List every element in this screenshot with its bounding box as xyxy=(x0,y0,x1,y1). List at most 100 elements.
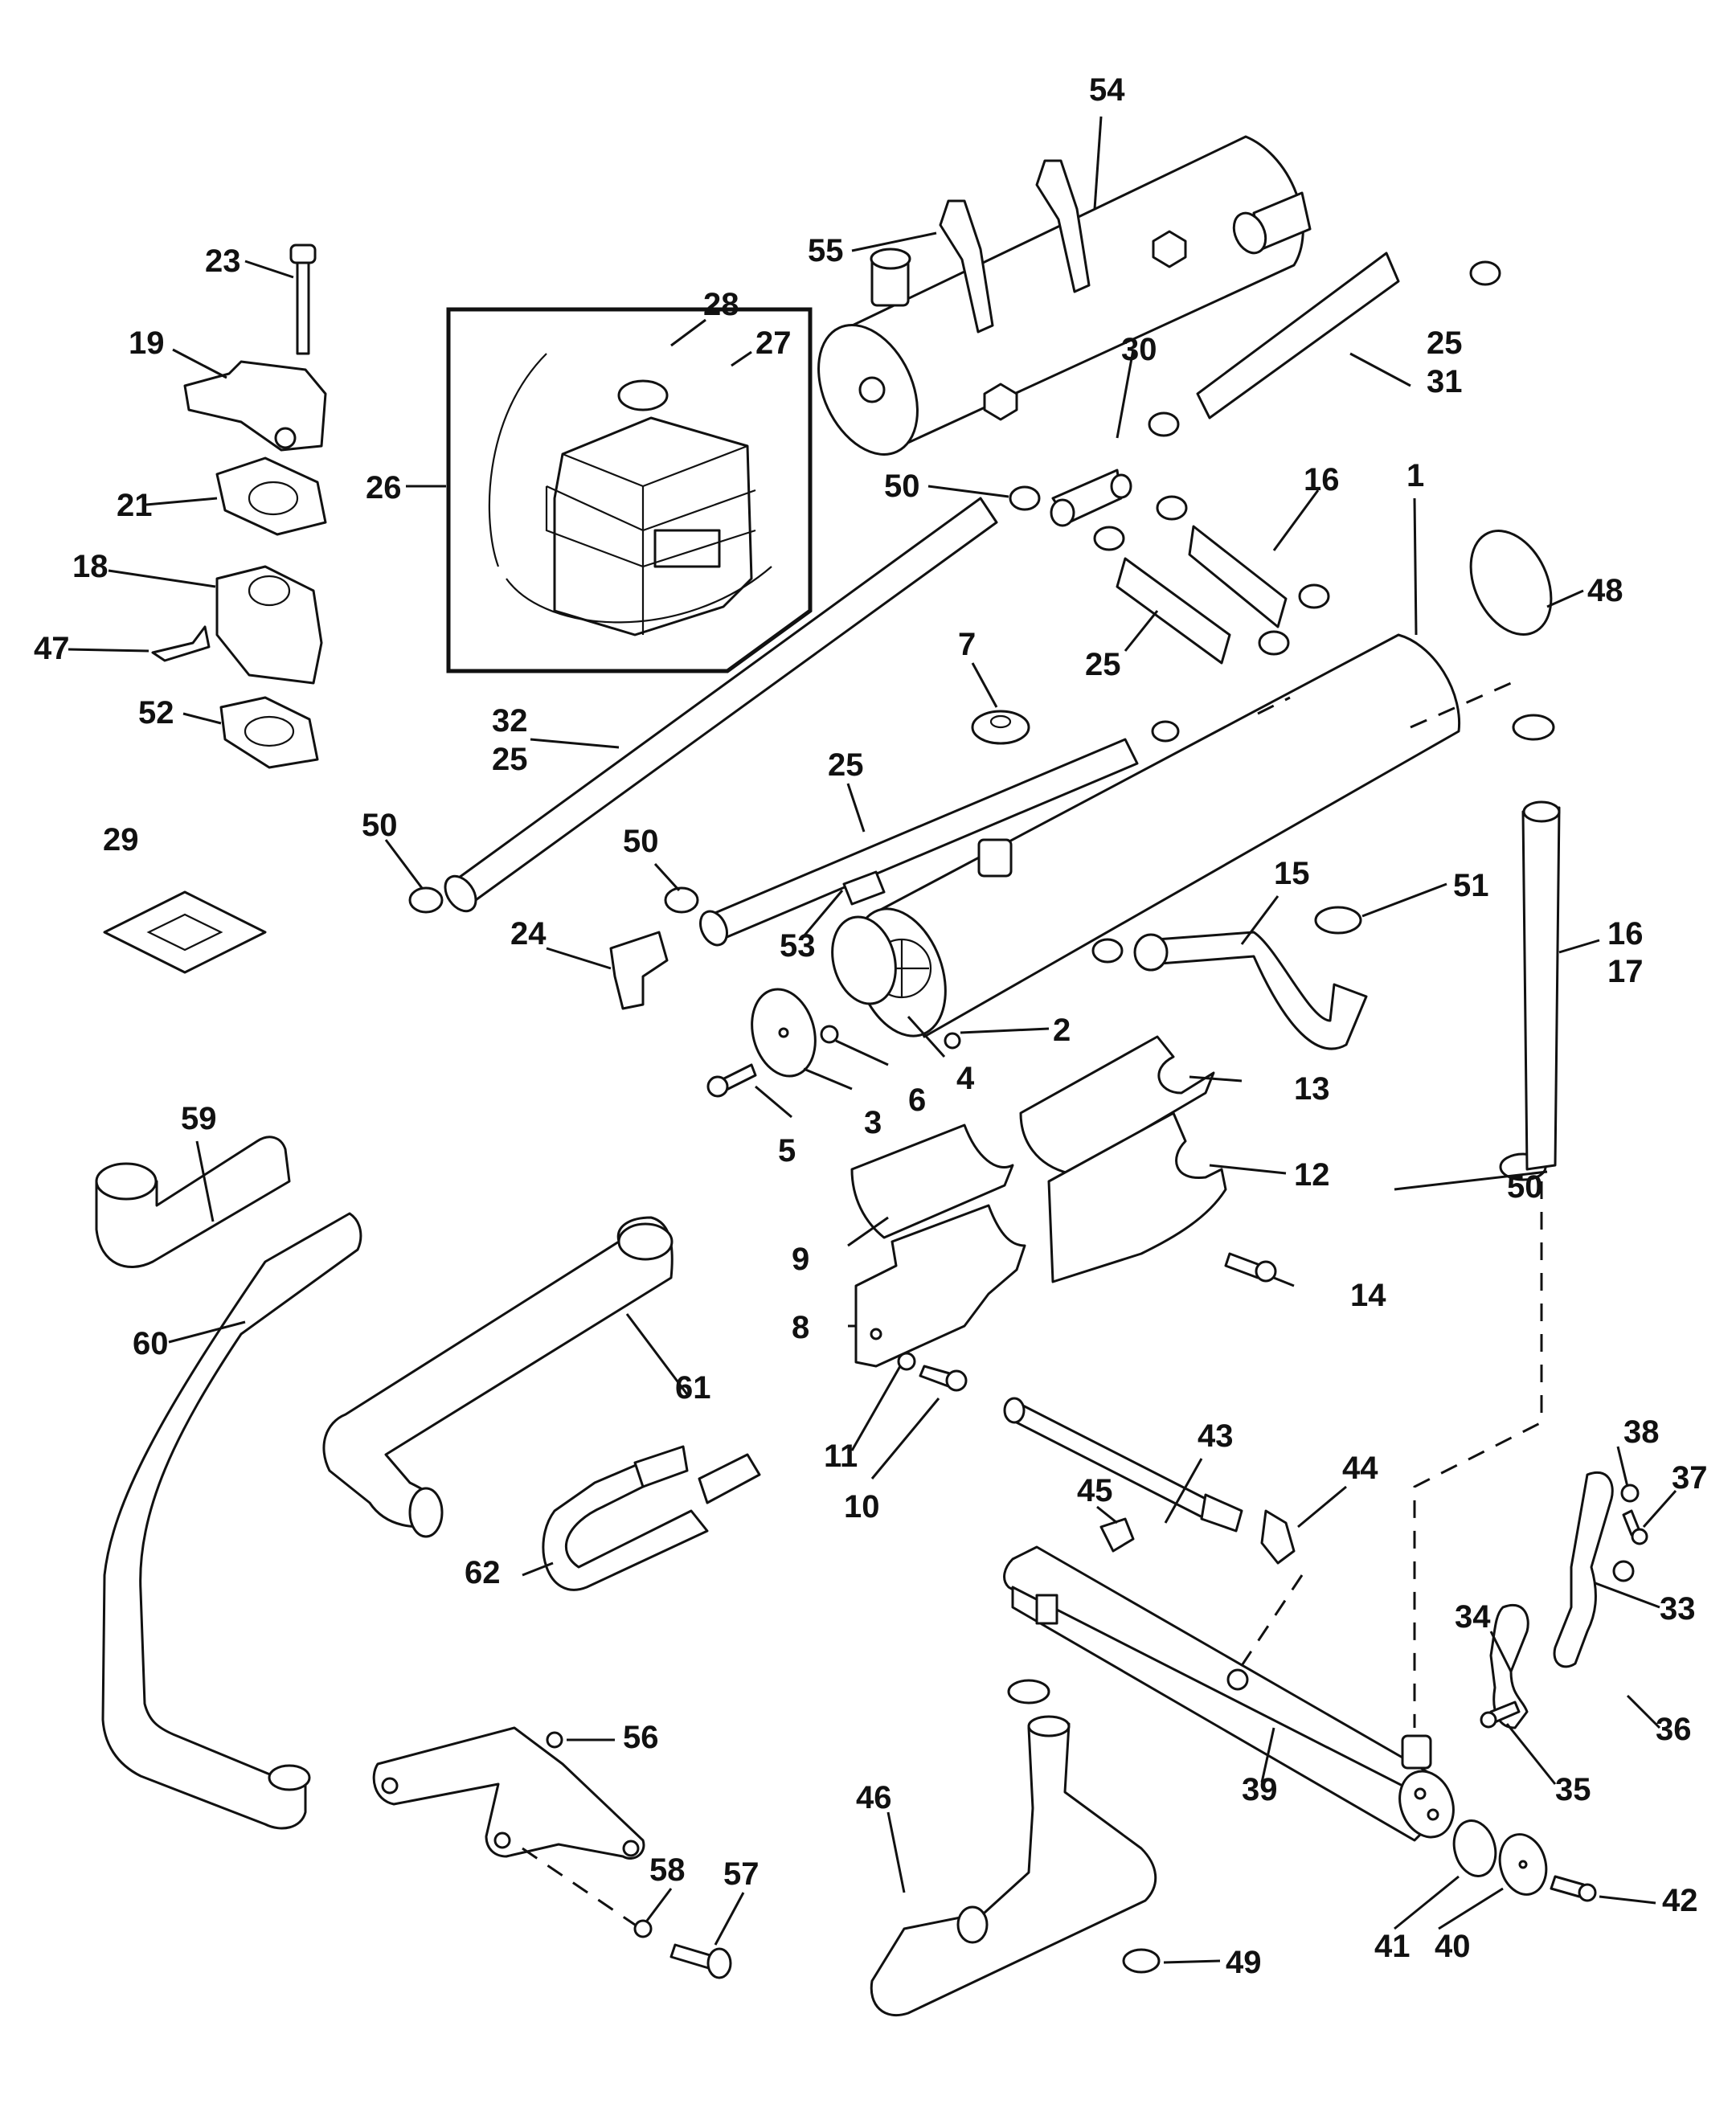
callout-44: 44 xyxy=(1342,1451,1378,1486)
part-24-elbow xyxy=(609,931,669,1010)
callout-8: 8 xyxy=(792,1310,809,1345)
hose-31-25 xyxy=(1196,252,1400,419)
callout-24: 24 xyxy=(510,916,547,952)
callout-62: 62 xyxy=(465,1555,501,1590)
callout-37: 37 xyxy=(1672,1460,1708,1496)
part-13-saddle xyxy=(1019,1035,1215,1175)
part-10-screw xyxy=(919,1365,968,1392)
callout-47: 47 xyxy=(34,631,70,666)
part-6-washer xyxy=(820,1025,839,1044)
part-18-housing xyxy=(215,565,323,685)
part-29-gasket xyxy=(103,890,267,974)
callout-25-center: 25 xyxy=(828,747,864,783)
part-41-gasket xyxy=(1452,1819,1497,1877)
part-14-screw xyxy=(1224,1252,1277,1283)
callout-26: 26 xyxy=(366,470,402,505)
part-57-bolt xyxy=(669,1943,732,1979)
hose-32-25 xyxy=(444,497,998,913)
hose-25-mid xyxy=(699,738,1139,947)
callout-50-top: 50 xyxy=(884,469,920,504)
callout-49: 49 xyxy=(1226,1945,1262,1980)
callout-16-right: 16 xyxy=(1607,916,1644,952)
callout-23: 23 xyxy=(205,244,241,279)
part-36-nut xyxy=(1612,1560,1635,1582)
callout-19: 19 xyxy=(129,325,165,361)
part-21-gasket xyxy=(215,456,327,536)
hose-61 xyxy=(322,1216,674,1538)
part-35-screw xyxy=(1480,1701,1521,1729)
callout-46: 46 xyxy=(856,1780,892,1815)
callout-25-left: 25 xyxy=(492,742,528,777)
part-39-exchanger xyxy=(1003,1545,1455,1842)
callout-61: 61 xyxy=(675,1370,711,1406)
hose-46 xyxy=(870,1715,1157,2017)
leader-lines xyxy=(68,116,1677,1964)
callout-48: 48 xyxy=(1587,573,1623,608)
part-53-fitting xyxy=(842,870,886,906)
callout-55: 55 xyxy=(808,233,844,268)
callout-2: 2 xyxy=(1053,1013,1071,1048)
part-37-screw xyxy=(1622,1509,1648,1545)
part-30-tee xyxy=(1050,469,1132,527)
callout-29: 29 xyxy=(103,822,139,857)
assembly-lines xyxy=(522,681,1543,1926)
part-56-bracket xyxy=(372,1726,645,1860)
part-23-bolt xyxy=(289,244,317,355)
part-38-nut xyxy=(1620,1484,1640,1503)
part-8-bracket xyxy=(854,1204,1026,1368)
part-45-fitting xyxy=(1099,1517,1135,1553)
hose-60 xyxy=(101,1212,362,1830)
callout-4: 4 xyxy=(956,1061,975,1096)
callout-50-left: 50 xyxy=(362,808,398,843)
callout-14: 14 xyxy=(1350,1278,1386,1313)
callout-59: 59 xyxy=(181,1101,217,1136)
part-4-gasket xyxy=(831,915,897,1005)
part-3-cover xyxy=(751,988,817,1078)
hose-16-17 xyxy=(1521,800,1561,1171)
part-42-screw xyxy=(1550,1875,1597,1902)
callout-33: 33 xyxy=(1660,1591,1696,1627)
part-12-bracket xyxy=(1047,1111,1227,1283)
hose-clamps xyxy=(408,260,1555,1974)
callout-25-top: 25 xyxy=(1427,325,1463,361)
callout-39: 39 xyxy=(1242,1772,1278,1807)
callout-31: 31 xyxy=(1427,364,1463,399)
callout-17: 17 xyxy=(1607,954,1644,989)
hose-59 xyxy=(95,1136,291,1268)
part-52-gasket xyxy=(219,696,319,769)
part-7-cap xyxy=(971,710,1030,745)
part-40-cover xyxy=(1498,1833,1548,1896)
callout-43: 43 xyxy=(1198,1418,1234,1454)
callout-35: 35 xyxy=(1555,1772,1591,1807)
part-44-fitting xyxy=(1260,1509,1296,1565)
callout-1: 1 xyxy=(1406,458,1424,493)
callout-60: 60 xyxy=(133,1326,169,1361)
hose-16-short xyxy=(1188,525,1288,628)
callout-11: 11 xyxy=(824,1439,858,1474)
part-9-saddle xyxy=(850,1123,1014,1239)
part-33-strap xyxy=(1553,1471,1614,1668)
callout-58: 58 xyxy=(649,1852,686,1888)
callout-18: 18 xyxy=(72,549,108,584)
callout-56: 56 xyxy=(623,1720,659,1755)
callout-9: 9 xyxy=(792,1242,809,1277)
callout-34: 34 xyxy=(1455,1599,1491,1635)
callout-12: 12 xyxy=(1294,1157,1330,1193)
hose-62 xyxy=(542,1445,761,1591)
callout-40: 40 xyxy=(1435,1929,1471,1964)
callout-labels: 54 55 23 19 28 27 26 21 18 47 52 30 25 3… xyxy=(34,72,1708,1980)
hose-15 xyxy=(1133,931,1368,1050)
callout-15: 15 xyxy=(1274,856,1310,891)
callout-27: 27 xyxy=(755,325,792,361)
part-11-washer xyxy=(897,1352,916,1371)
callout-7: 7 xyxy=(958,627,976,662)
callout-54: 54 xyxy=(1089,72,1125,108)
callout-5: 5 xyxy=(778,1133,796,1168)
callout-16-top: 16 xyxy=(1304,462,1340,497)
part-2-drain xyxy=(944,1032,961,1050)
hose-25-short xyxy=(1116,557,1231,665)
callout-28: 28 xyxy=(703,287,739,322)
callout-42: 42 xyxy=(1662,1883,1698,1918)
callout-36: 36 xyxy=(1656,1712,1692,1747)
